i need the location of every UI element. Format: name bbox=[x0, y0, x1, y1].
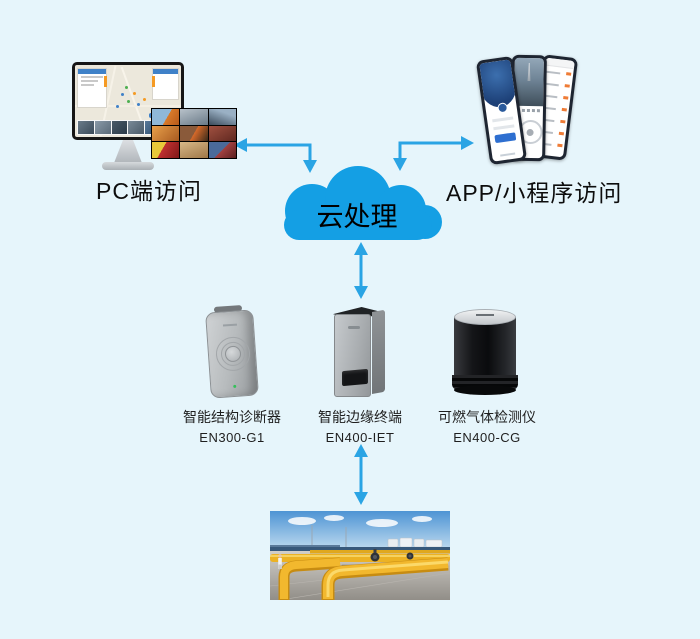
map-marker bbox=[143, 98, 146, 101]
pipeline-site-photo bbox=[270, 511, 450, 600]
monitor-base bbox=[102, 162, 154, 170]
video-wall bbox=[151, 108, 237, 159]
app-access-label: APP/小程序访问 bbox=[446, 180, 623, 206]
device-2-label: 智能边缘终端 EN400-IET bbox=[280, 407, 440, 445]
device-slot bbox=[342, 368, 368, 387]
thumbnail bbox=[94, 121, 111, 134]
video-cell bbox=[152, 125, 180, 142]
device-structure-diagnoser bbox=[202, 305, 262, 403]
list-row bbox=[543, 94, 569, 103]
video-cell bbox=[152, 109, 180, 125]
panel-tab-orange bbox=[104, 76, 107, 87]
cylinder-body bbox=[454, 317, 516, 377]
rear-pipe bbox=[310, 550, 450, 554]
map-marker bbox=[121, 93, 124, 96]
device-name: 智能边缘终端 bbox=[318, 409, 402, 425]
device-name: 可燃气体检测仪 bbox=[438, 409, 536, 425]
map-marker bbox=[116, 105, 119, 108]
video-cell bbox=[208, 142, 236, 158]
device-logo bbox=[348, 326, 360, 329]
cap-logo bbox=[476, 314, 494, 316]
pc-access-label: PC端访问 bbox=[96, 178, 202, 204]
video-cell bbox=[208, 125, 236, 142]
device-name: 智能结构诊断器 bbox=[183, 409, 281, 425]
panel-header bbox=[78, 69, 106, 74]
login-input bbox=[491, 116, 514, 123]
login-button bbox=[494, 132, 517, 144]
device-edge-terminal bbox=[331, 307, 389, 403]
device-1-label: 智能结构诊断器 EN300-G1 bbox=[152, 407, 312, 445]
cylinder-cap bbox=[454, 309, 516, 325]
device-model: EN400-CG bbox=[453, 430, 521, 445]
worker bbox=[278, 554, 282, 569]
video-cell bbox=[152, 142, 180, 158]
panel-tab-orange bbox=[152, 76, 155, 87]
device-3-label: 可燃气体检测仪 EN400-CG bbox=[407, 407, 567, 445]
video-cell bbox=[208, 109, 236, 125]
map-right-panel bbox=[152, 68, 179, 100]
map-left-panel bbox=[77, 68, 107, 108]
app-logo bbox=[496, 101, 508, 114]
list-row bbox=[545, 82, 570, 91]
thumbnail bbox=[128, 121, 145, 134]
panel-header bbox=[153, 69, 178, 74]
cloud-label: 云处理 bbox=[317, 202, 398, 232]
video-cell bbox=[180, 109, 208, 125]
device-model: EN400-IET bbox=[325, 430, 395, 445]
phone-map-banner bbox=[479, 59, 520, 110]
device-gas-detector bbox=[452, 309, 518, 401]
map-marker bbox=[125, 86, 128, 89]
map-marker bbox=[137, 103, 140, 106]
light-poles bbox=[311, 525, 347, 547]
footer-text bbox=[499, 152, 516, 157]
video-cell bbox=[180, 142, 208, 158]
video-cell bbox=[180, 125, 208, 142]
valves bbox=[370, 549, 414, 562]
foreground-elbow-pipes bbox=[278, 557, 449, 600]
cloud-shape bbox=[284, 166, 442, 240]
device-side-face bbox=[372, 309, 385, 394]
cylinder-base bbox=[454, 385, 516, 395]
pc-monitor bbox=[72, 62, 184, 140]
map-marker bbox=[133, 92, 136, 95]
device-body bbox=[205, 309, 259, 399]
thumbnail bbox=[111, 121, 128, 134]
road bbox=[528, 63, 531, 81]
thumbnail bbox=[78, 121, 94, 134]
login-input bbox=[492, 124, 515, 131]
monitor-stand bbox=[114, 140, 142, 163]
clouds bbox=[288, 515, 432, 527]
status-led bbox=[233, 384, 237, 388]
map-marker bbox=[127, 100, 130, 103]
pipe-highlight bbox=[270, 555, 450, 557]
horizon-fence bbox=[270, 547, 450, 551]
device-front-face bbox=[334, 314, 371, 397]
map-road bbox=[75, 104, 181, 107]
cloud-processing: 云处理 bbox=[268, 166, 448, 242]
blue-wall bbox=[270, 545, 340, 548]
phone-list-header bbox=[545, 57, 575, 70]
device-model: EN300-G1 bbox=[199, 430, 265, 445]
list-row bbox=[546, 70, 572, 79]
device-logo bbox=[222, 323, 238, 327]
